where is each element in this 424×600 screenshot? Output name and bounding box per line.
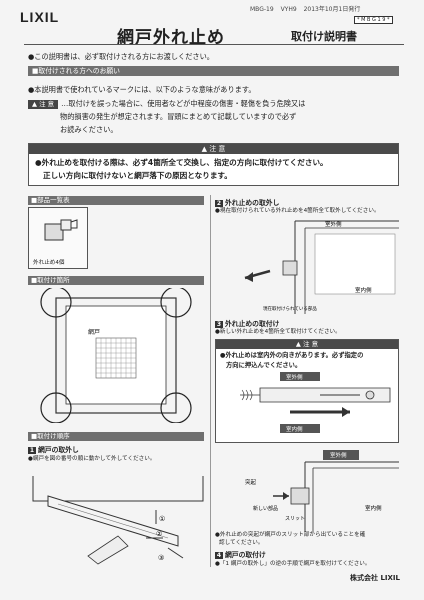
direction-caution-line-2: 方向に押込んでください。: [226, 362, 302, 369]
install-location-title: ■取付け箇所: [28, 276, 204, 285]
slit-label: スリット: [285, 516, 305, 522]
caution-box: ▲ 注 意 ●外れ止めを取付ける際は、必ず4箇所全て交換し、指定の方向に取付けて…: [28, 143, 399, 186]
warning-text-1: …取付けを誤った場合に、使用者などが中程度の傷害・軽傷を負う危険又は: [61, 99, 306, 108]
warning-tag-label: 注 意: [39, 100, 55, 108]
step-3-title: 外れ止めの取付け: [225, 320, 280, 328]
existing-part-label: 現在取付けられている部品: [263, 305, 317, 312]
install-location-diagram: 網戸: [40, 288, 192, 423]
step-marker-3: ③: [158, 554, 164, 562]
step-1-title: 網戸の取外し: [38, 446, 79, 454]
direction-caution-head: ▲ 注 意: [216, 340, 398, 349]
step-4-title: 網戸の取付け: [225, 551, 266, 559]
step-3-number: 3: [215, 321, 223, 328]
barcode-label: * M B G 1 9 *: [354, 16, 393, 24]
door-removal-diagram: ① ② ③: [32, 476, 204, 565]
step-marker-1: ①: [159, 515, 165, 523]
stopper-removal-diagram: 室外側 室内側 現在取付けられている部品: [244, 220, 399, 314]
direction-caution-box: ▲ 注 意 ●外れ止めは室内外の向きがあります。必ず指定の 方向に押込んでくださ…: [215, 339, 399, 443]
step-2-number: 2: [215, 200, 223, 207]
caution-head-label: 注 意: [209, 145, 226, 153]
doc-meta: MBG-19 VYH9 2013年10月1日発行: [250, 4, 365, 13]
issue-date: 2013年10月1日発行: [303, 6, 361, 13]
step-2-text: ●現在取付けられている外れ止めを4箇所全て取外してください。: [215, 208, 380, 214]
item-code: VYH9: [280, 6, 297, 13]
step-2-title: 外れ止めの取外し: [225, 199, 280, 207]
parts-list-title: ■部品一覧表: [28, 196, 204, 205]
screen-door-label: 網戸: [88, 328, 100, 336]
new-part-label: 新しい部品: [253, 505, 278, 512]
install-inside-label: 室内側: [365, 504, 382, 512]
direction-outside-label: 室外側: [286, 373, 303, 381]
header-rule: [24, 44, 404, 45]
install-order-title: ■取付け順序: [28, 432, 204, 441]
check-line-2: 認してください。: [219, 540, 264, 546]
brand-logo: LIXIL: [20, 9, 60, 25]
page-title: 網戸外れ止め: [117, 28, 225, 48]
doc-code: MBG-19: [250, 6, 274, 13]
request-bar: ■取付けされる方へのお願い: [28, 66, 399, 76]
direction-inside-label: 室内側: [286, 425, 303, 433]
direction-caution-head-label: 注 意: [303, 340, 319, 348]
warning-text-3: お読みください。: [60, 125, 118, 134]
warning-definition: ▲ 注 意…取付けを誤った場合に、使用者などが中程度の傷害・軽傷を負う危険又は: [28, 98, 305, 109]
install-outside-label: 室外側: [330, 451, 347, 459]
check-line-1: ●外れ止めの突起が網戸のスリット部から出ていることを確: [215, 532, 366, 538]
caution-line-1: ●外れ止めを取付ける際は、必ず4箇所全て交換し、指定の方向に取付けてください。: [35, 158, 328, 167]
stopper-install-diagram: 室外側 突起 新しい部品 スリット 室内側: [245, 450, 399, 532]
warning-tag: ▲ 注 意: [28, 100, 59, 109]
parts-count-label: 外れ止め4個: [33, 260, 65, 266]
intro-line-1: ●この説明書は、必ず取付けされる方にお渡しください。: [28, 52, 214, 61]
step-2-outside-label: 室外側: [325, 220, 342, 228]
step-1-number: 1: [28, 447, 36, 454]
step-4-number: 4: [215, 552, 223, 559]
parts-list-box: 外れ止め4個: [28, 207, 88, 269]
caution-line-2: 正しい方向に取付けないと網戸落下の原因となります。: [43, 171, 232, 180]
protrusion-label: 突起: [245, 478, 257, 486]
company-name: 株式会社 LIXIL: [350, 574, 400, 582]
step-2-inside-label: 室内側: [355, 286, 372, 294]
step-1-text: ●網戸を図の番号の順に動かして外してください。: [28, 456, 156, 462]
step-3-text: ●新しい外れ止めを4箇所全て取付けてください。: [215, 329, 341, 335]
intro-line-2: ●本説明書で使われているマークには、以下のような意味があります。: [28, 85, 256, 94]
step-4-text: ●「1 網戸の取外し」の逆の手順で網戸を取付けてください。: [215, 561, 371, 567]
caution-head: ▲ 注 意: [29, 144, 398, 154]
warning-text-2: 物的損害の発生が想定されます。冒頭にまとめて記載していますので必ず: [60, 112, 297, 121]
page-subtitle: 取付け説明書: [291, 30, 357, 43]
direction-caution-line-1: ●外れ止めは室内外の向きがあります。必ず指定の: [220, 352, 364, 359]
column-divider: [210, 195, 211, 567]
direction-diagram: 室外側 室内側: [240, 372, 391, 433]
step-marker-2: ②: [156, 530, 162, 538]
stopper-part-illustration: [44, 219, 78, 241]
